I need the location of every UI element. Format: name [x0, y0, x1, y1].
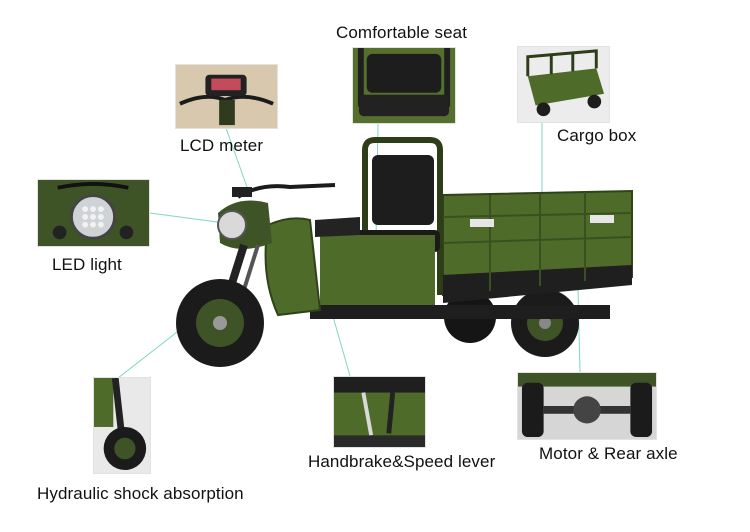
lcd-meter-label: LCD meter [180, 136, 264, 155]
led-light-image [37, 179, 150, 247]
handbrake-speed-lever-image [333, 376, 426, 448]
motor-rear-axle-image [517, 372, 657, 440]
comfortable-seat-image [352, 47, 456, 124]
led-light-label: LED light [52, 255, 122, 274]
cargo-box-label: Cargo box [557, 126, 637, 145]
comfortable-seat-label: Comfortable seat [336, 23, 468, 42]
cargo-tricycle-image [160, 125, 650, 385]
hydraulic-shock-image [93, 377, 151, 474]
handbrake-speed-lever-label: Handbrake&Speed lever [308, 452, 496, 471]
motor-rear-axle-label: Motor & Rear axle [539, 444, 678, 463]
hydraulic-shock-label: Hydraulic shock absorption [37, 484, 244, 503]
lcd-callout-line [225, 127, 249, 191]
cargo-box-image [517, 46, 610, 123]
lcd-meter-image [175, 64, 278, 129]
axle-callout-line [577, 288, 581, 373]
